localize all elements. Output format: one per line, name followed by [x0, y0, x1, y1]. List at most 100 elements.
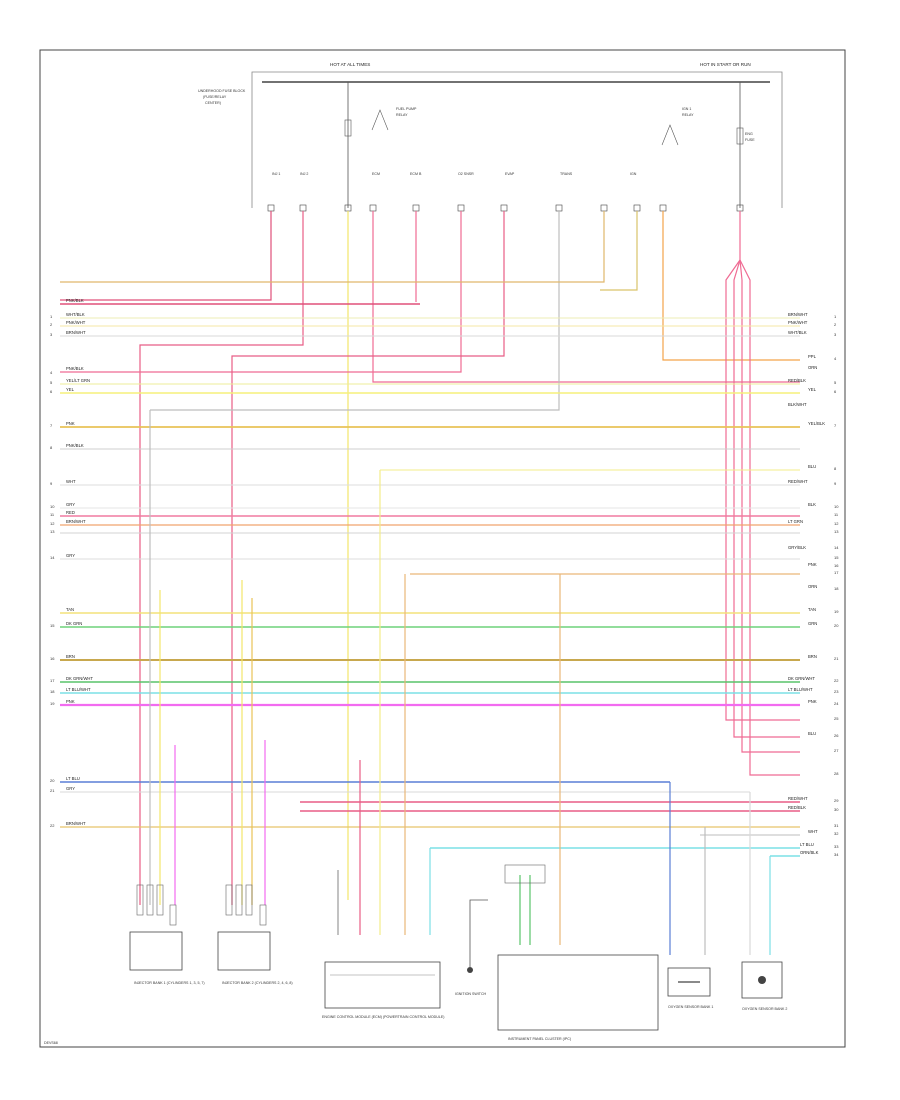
- svg-text:1: 1: [50, 314, 53, 319]
- svg-text:21: 21: [50, 788, 55, 793]
- svg-text:5: 5: [50, 380, 53, 385]
- right-label: RED/BLK: [788, 378, 806, 383]
- svg-text:2: 2: [834, 322, 837, 327]
- oxygen-sensor-bank-1: OXYGEN SENSOR BANK 1: [667, 967, 713, 1009]
- injector-bank-2-label: INJECTOR BANK 2 (CYLINDERS 2, 4, 6, 8): [222, 981, 293, 985]
- svg-text:24: 24: [834, 701, 839, 706]
- right-label: BLU: [808, 731, 816, 736]
- svg-text:7: 7: [50, 423, 53, 428]
- svg-text:4: 4: [834, 356, 837, 361]
- right-label: DK GRN/WHT: [788, 676, 815, 681]
- svg-text:O2 SNSR: O2 SNSR: [458, 172, 474, 176]
- svg-text:32: 32: [834, 831, 839, 836]
- harness-bus: [60, 303, 800, 857]
- svg-text:ENG: ENG: [745, 132, 753, 136]
- svg-text:EVAP: EVAP: [505, 172, 515, 176]
- svg-text:27: 27: [834, 748, 839, 753]
- right-label: PNK/WHT: [788, 320, 808, 325]
- right-label: RED/WHT: [788, 796, 808, 801]
- svg-text:20: 20: [50, 778, 55, 783]
- ecm-connector: ENGINE CONTROL MODULE (ECM) (POWERTRAIN …: [322, 961, 444, 1019]
- svg-text:16: 16: [50, 656, 55, 661]
- svg-text:3: 3: [50, 332, 53, 337]
- svg-text:15: 15: [50, 623, 55, 628]
- left-label: TAN: [66, 607, 74, 612]
- svg-text:FUSE: FUSE: [745, 138, 755, 142]
- svg-text:19: 19: [834, 609, 839, 614]
- left-label: WHT/BLK: [66, 312, 85, 317]
- left-label: BRN: [66, 654, 75, 659]
- svg-text:26: 26: [834, 733, 839, 738]
- right-label: ORN/BLK: [800, 850, 819, 855]
- left-label: PNK: [66, 421, 75, 426]
- right-label: RED/WHT: [788, 479, 808, 484]
- right-wire-labels: BRN/WHT PNK/WHT WHT/BLK PPL ORN RED/BLK …: [788, 312, 825, 855]
- svg-text:29: 29: [834, 798, 839, 803]
- svg-text:3: 3: [834, 332, 837, 337]
- right-label: LT BLU/WHT: [788, 687, 813, 692]
- right-label: LT BLU: [800, 842, 814, 847]
- oxygen-sensor-1-label: OXYGEN SENSOR BANK 1: [668, 1005, 713, 1009]
- svg-text:RELAY: RELAY: [396, 113, 408, 117]
- left-label: PNK: [66, 699, 75, 704]
- svg-text:ECM B: ECM B: [410, 172, 422, 176]
- left-label: PNK/BLK: [66, 443, 84, 448]
- right-label: WHT: [808, 829, 818, 834]
- svg-text:10: 10: [834, 504, 839, 509]
- svg-text:30: 30: [834, 807, 839, 812]
- ecm-label: ENGINE CONTROL MODULE (ECM) (POWERTRAIN …: [322, 1015, 444, 1019]
- footer-code: DEVS68: [44, 1041, 58, 1045]
- right-label: GRY/BLK: [788, 545, 806, 550]
- injector-bank-1-label: INJECTOR BANK 1 (CYLINDERS 1, 3, 5, 7): [134, 981, 205, 985]
- svg-text:7: 7: [834, 423, 837, 428]
- left-label: GRY: [66, 553, 75, 558]
- left-wire-labels: PNK/BLK WHT/BLK PNK/WHT BRN/WHT PNK/BLK …: [66, 298, 93, 826]
- svg-text:6: 6: [50, 389, 53, 394]
- svg-text:16: 16: [834, 563, 839, 568]
- svg-text:22: 22: [834, 678, 839, 683]
- svg-text:INJ 2: INJ 2: [300, 172, 308, 176]
- hot-in-start-label: HOT IN START OR RUN: [700, 62, 751, 67]
- svg-text:5: 5: [834, 380, 837, 385]
- ignition-switch: IGNITION SWITCH: [455, 899, 488, 996]
- left-label: WHT: [66, 479, 76, 484]
- svg-text:10: 10: [50, 504, 55, 509]
- left-label: GRY: [66, 786, 75, 791]
- instrument-cluster: INSTRUMENT PANEL CLUSTER (IPC): [497, 864, 659, 1041]
- hot-at-all-times-label: HOT AT ALL TIMES: [330, 62, 370, 67]
- svg-text:RELAY: RELAY: [682, 113, 694, 117]
- left-label: PNK/WHT: [66, 320, 86, 325]
- svg-text:CENTER): CENTER): [205, 101, 221, 105]
- right-label: BRN/WHT: [788, 312, 808, 317]
- right-label: PNK: [808, 699, 817, 704]
- svg-text:8: 8: [834, 466, 837, 471]
- right-label: ORN: [808, 584, 817, 589]
- injector-bank-1: INJECTOR BANK 1 (CYLINDERS 1, 3, 5, 7): [129, 884, 205, 985]
- diagram-border: [39, 49, 846, 1048]
- left-label: RED: [66, 510, 75, 515]
- oxygen-sensor-2-label: OXYGEN SENSOR BANK 2: [742, 1007, 787, 1011]
- right-label: YEL: [808, 387, 817, 392]
- svg-text:11: 11: [50, 512, 55, 517]
- svg-text:23: 23: [834, 689, 839, 694]
- svg-text:TRANS: TRANS: [560, 172, 573, 176]
- right-label: WHT/BLK: [788, 330, 807, 335]
- right-label: BLK: [808, 502, 816, 507]
- right-label: BLU: [808, 464, 816, 469]
- svg-text:12: 12: [834, 521, 839, 526]
- svg-text:14: 14: [834, 545, 839, 550]
- svg-text:IGN 1: IGN 1: [682, 107, 691, 111]
- oxygen-sensor-bank-2: OXYGEN SENSOR BANK 2: [741, 961, 787, 1011]
- svg-text:21: 21: [834, 656, 839, 661]
- left-label: DK GRN/WHT: [66, 676, 93, 681]
- svg-text:19: 19: [50, 701, 55, 706]
- right-label: BRN: [808, 654, 817, 659]
- svg-text:17: 17: [50, 678, 55, 683]
- right-label: BLK/WHT: [788, 402, 807, 407]
- svg-text:6: 6: [834, 389, 837, 394]
- right-label: ORN: [808, 365, 817, 370]
- svg-text:ECM: ECM: [372, 172, 380, 176]
- left-label: PNK/BLK: [66, 298, 84, 303]
- instrument-cluster-label: INSTRUMENT PANEL CLUSTER (IPC): [508, 1037, 571, 1041]
